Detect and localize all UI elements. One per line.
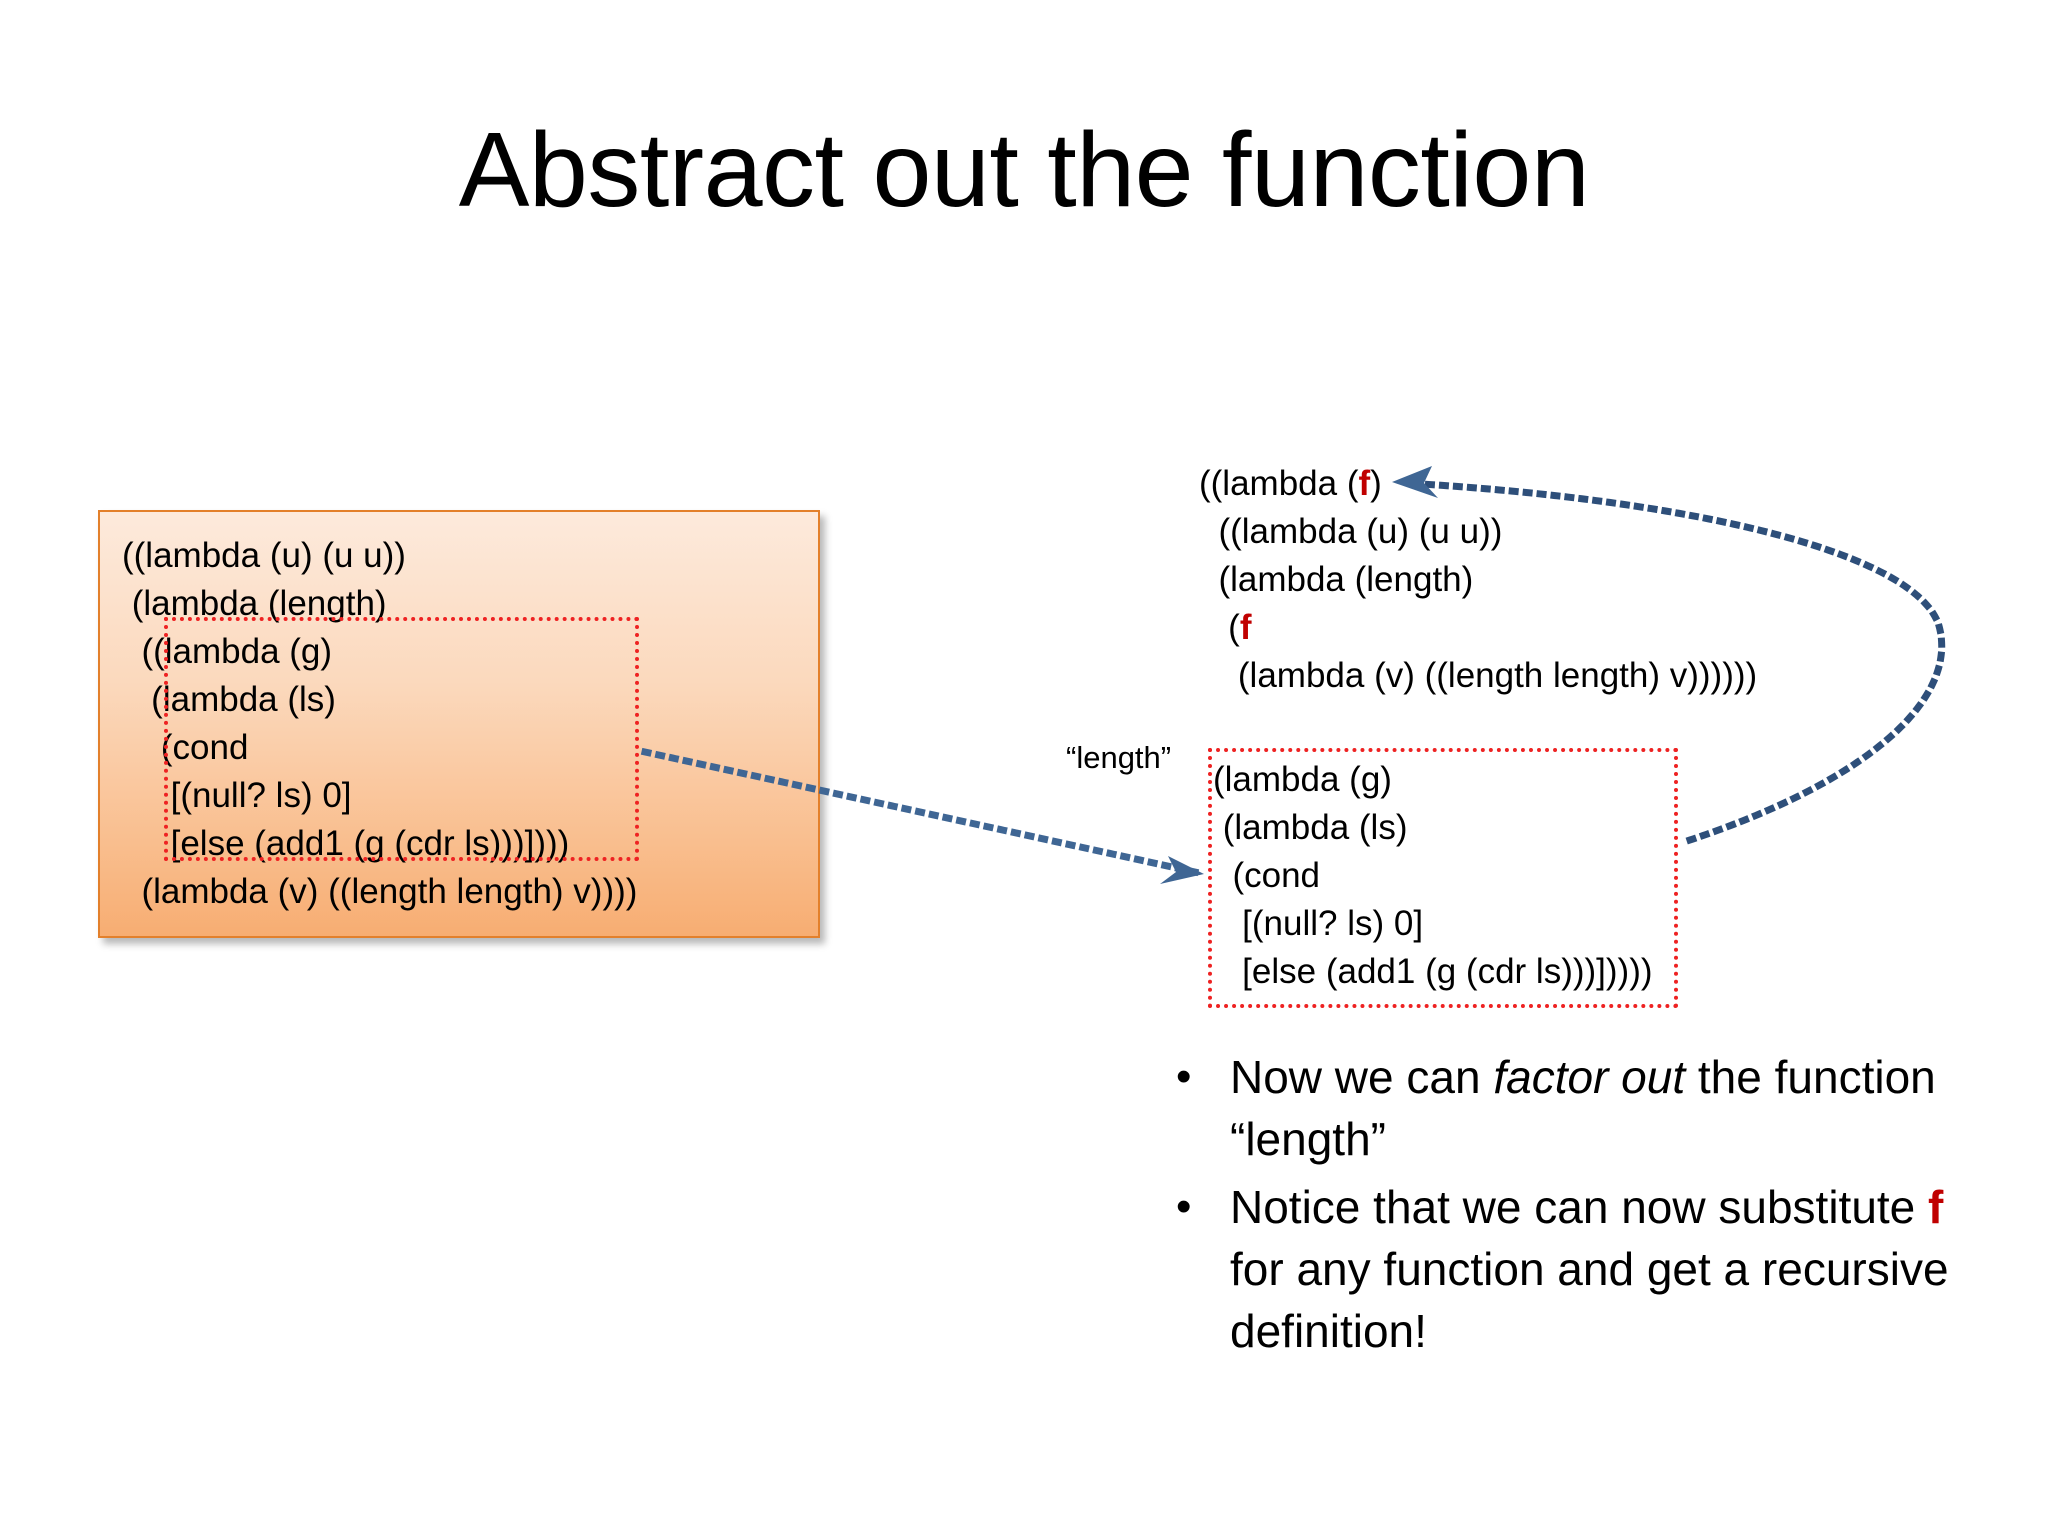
bullet-text-2: Notice that we can now substitute f for … <box>1230 1176 1988 1362</box>
bullet-marker-icon: • <box>1176 1052 1192 1101</box>
right-code-line3: (lambda (length) <box>1199 560 1474 599</box>
right-bottom-line1: (lambda (g) <box>1213 760 1392 799</box>
right-code-bottom: (lambda (g) (lambda (ls) (cond [(null? l… <box>1213 756 1653 996</box>
f-variable-icon: f <box>1358 464 1371 503</box>
right-code-top: ((lambda (f) ((lambda (u) (u u)) (lambda… <box>1199 460 1757 700</box>
bullet-text-1: Now we can factor out the function “leng… <box>1230 1046 1988 1170</box>
bullet1-emphasis: factor out <box>1493 1051 1686 1103</box>
bullet2-pre: Notice that we can now substitute <box>1230 1181 1929 1233</box>
right-code-line5: (lambda (v) ((length length) v)))))) <box>1199 656 1758 695</box>
right-bottom-line3: (cond <box>1213 856 1320 895</box>
right-bottom-line5: [else (add1 (g (cdr ls)))])))) <box>1213 952 1653 991</box>
right-bottom-line4: [(null? ls) 0] <box>1213 904 1424 943</box>
page-title: Abstract out the function <box>458 111 1590 229</box>
right-code-line1-prefix: ((lambda ( <box>1199 464 1359 503</box>
f-variable-icon: f <box>1928 1181 1944 1233</box>
left-code-text: ((lambda (u) (u u)) (lambda (length) ((l… <box>122 536 638 911</box>
bullet2-post: for any function and get a recursive def… <box>1230 1243 1949 1357</box>
left-code-panel: ((lambda (u) (u u)) (lambda (length) ((l… <box>98 510 820 938</box>
right-code-line1-suffix: ) <box>1370 464 1382 503</box>
bullet-list: • Now we can factor out the function “le… <box>1168 1046 1988 1368</box>
bullet1-post: the function “length” <box>1230 1051 1936 1165</box>
right-code-line2: ((lambda (u) (u u)) <box>1199 512 1503 551</box>
list-item: • Now we can factor out the function “le… <box>1168 1046 1988 1170</box>
f-variable-icon: f <box>1239 608 1252 647</box>
right-bottom-line2: (lambda (ls) <box>1213 808 1408 847</box>
right-code-line4-indent: ( <box>1199 608 1240 647</box>
bullet-marker-icon: • <box>1176 1182 1192 1231</box>
length-caption-label: “length” <box>1066 740 1172 775</box>
list-item: • Notice that we can now substitute f fo… <box>1168 1176 1988 1362</box>
bullet1-pre: Now we can <box>1230 1051 1494 1103</box>
